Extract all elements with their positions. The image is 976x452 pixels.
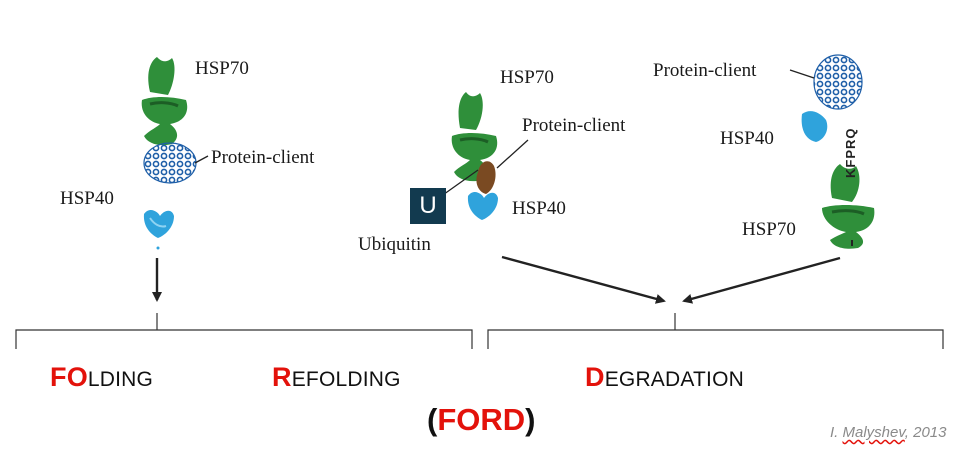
folding-rest: LDING (87, 368, 154, 391)
hsp40-middle-icon (467, 192, 498, 220)
degradation-initial: D (585, 362, 605, 392)
hsp40-right-label: HSP40 (720, 128, 774, 149)
protein-client-right-pointer (789, 69, 815, 79)
hsp40-middle-label: HSP40 (512, 198, 566, 219)
ubiquitin-pointer (439, 169, 479, 198)
hsp40-left-label: HSP40 (60, 188, 114, 209)
credit-suffix: , 2013 (904, 424, 947, 441)
degradation-arrow-left (501, 255, 666, 304)
protein-client-left-icon (143, 142, 197, 184)
folding-term: FOLDING (50, 362, 153, 393)
bracket-folding-refolding (15, 313, 473, 349)
hsp70-left-label: HSP70 (195, 58, 249, 79)
protein-client-middle-label: Protein-client (522, 115, 626, 136)
hsp70-middle-label: HSP70 (500, 67, 554, 88)
ford-open-paren: ( (427, 402, 438, 437)
kfprq-motif-label: KFPRQ (843, 127, 858, 179)
refolding-term: REFOLDING (272, 362, 401, 393)
refolding-rest: EFOLDING (291, 368, 401, 391)
ford-close-paren: ) (525, 402, 536, 437)
ford-acronym: (FORD) (427, 402, 535, 438)
credit-name: Malyshev (842, 424, 905, 441)
ford-word: FORD (437, 402, 526, 437)
bracket-degradation (487, 313, 944, 349)
protein-client-left-label: Protein-client (211, 147, 315, 168)
ubiquitin-box-icon: U (410, 188, 446, 224)
hsp70-left-icon (141, 57, 188, 146)
degradation-term: DEGRADATION (585, 362, 744, 393)
protein-client-left-pointer (194, 155, 209, 164)
refolding-initial: R (272, 362, 292, 392)
folding-initial: FO (50, 362, 88, 392)
hsp70-right-label: HSP70 (742, 219, 796, 240)
degradation-arrow-right (682, 256, 841, 304)
degradation-rest: EGRADATION (604, 368, 744, 391)
ubiquitin-label: Ubiquitin (358, 234, 431, 255)
hsp70-right-icon (822, 164, 875, 249)
hsp40-left-icon (143, 210, 174, 238)
hsp40-right-icon (801, 111, 828, 142)
credit-prefix: I. (830, 424, 843, 441)
protein-client-middle-icon (476, 161, 496, 194)
protein-client-right-icon (813, 54, 863, 110)
protein-client-middle-pointer (496, 139, 529, 169)
protein-client-right-label: Protein-client (653, 60, 757, 81)
author-credit: I. Malyshev, 2013 (830, 424, 946, 441)
